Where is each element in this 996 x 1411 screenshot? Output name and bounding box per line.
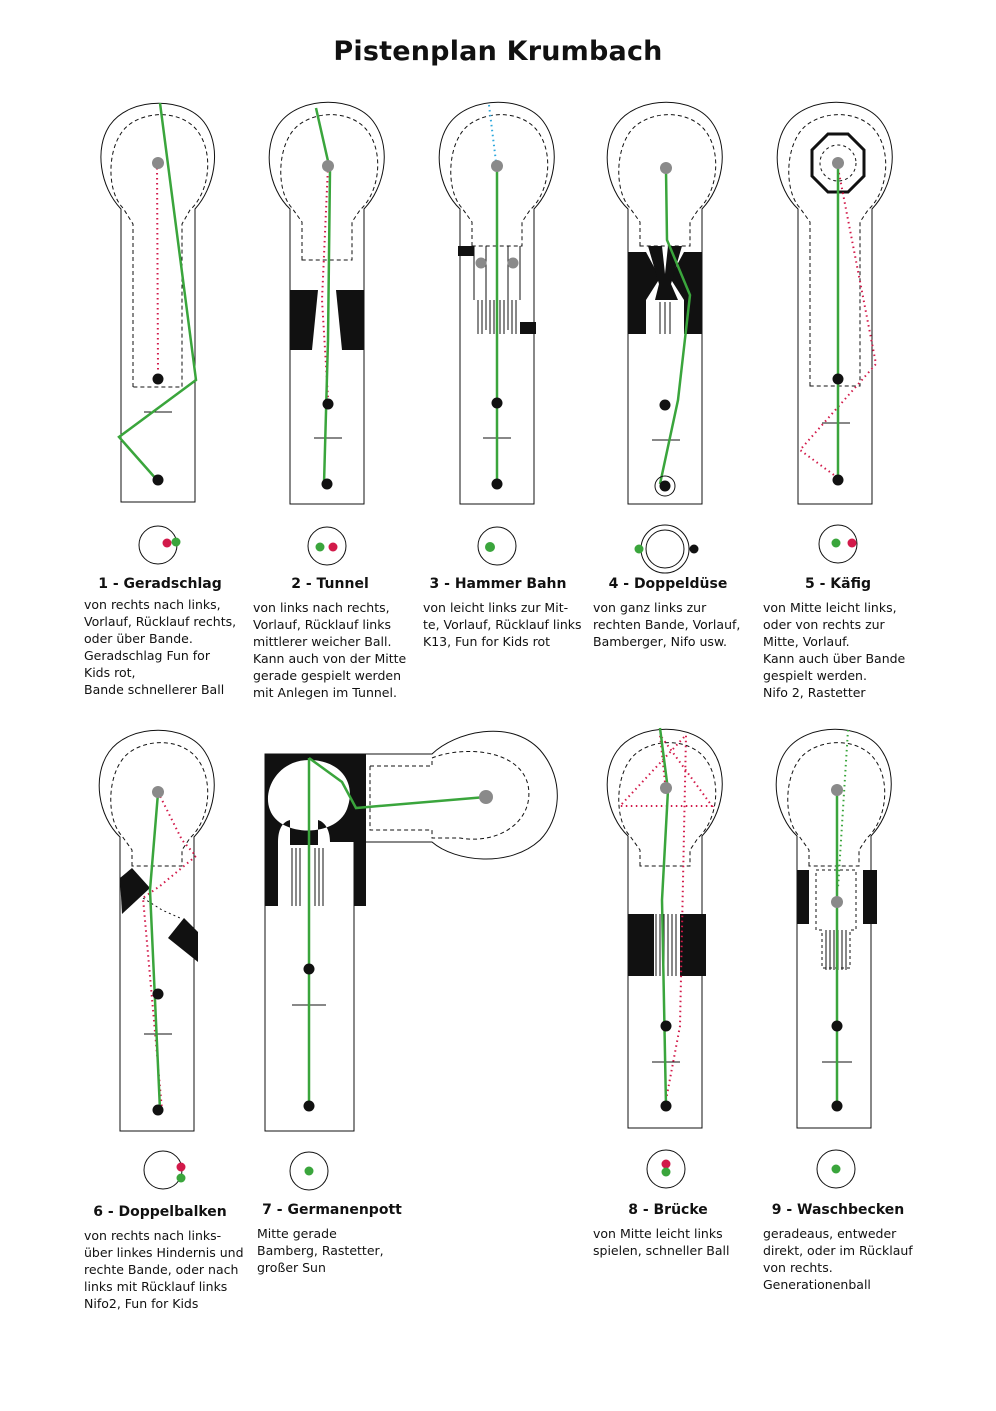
lane-description-9: geradeaus, entweder direkt, oder im Rück… [763,1226,913,1292]
lane-description-6: von rechts nach links- über linkes Hinde… [84,1228,244,1311]
page-title: Pistenplan Krumbach [333,36,663,67]
lane-7-diagram [264,730,558,1191]
lane-description-4: von ganz links zur rechten Bande, Vorlau… [593,600,741,649]
lane-title-2: 2 - Tunnel [291,576,369,592]
lane-4-diagram [606,101,723,574]
lane-description-7: Mitte gerade Bamberg, Rastetter, großer … [257,1226,384,1275]
lane-3-diagram [438,101,555,566]
lane-description-1: von rechts nach links, Vorlauf, Rücklauf… [84,597,237,697]
lane-title-9: 9 - Waschbecken [771,1202,905,1218]
lane-9-diagram [775,728,892,1189]
lane-title-8: 8 - Brücke [628,1202,708,1218]
lane-description-3: von leicht links zur Mit- te, Vorlauf, R… [423,600,582,649]
lane-description-2: von links nach rechts, Vorlauf, Rücklauf… [253,600,407,700]
lane-2-diagram [268,101,385,566]
lane-title-4: 4 - Doppeldüse [608,576,728,592]
lane-5-diagram [776,101,893,564]
lane-title-7: 7 - Germanenpott [262,1202,402,1218]
lane-description-5: von Mitte leicht links, oder von rechts … [763,600,906,700]
lane-title-3: 3 - Hammer Bahn [429,576,567,592]
lane-title-6: 6 - Doppelbalken [93,1204,227,1220]
lane-1-diagram [100,102,216,565]
lane-8-diagram [606,727,723,1189]
lane-title-1: 1 - Geradschlag [98,576,222,592]
lane-description-8: von Mitte leicht links spielen, schnelle… [593,1226,730,1258]
lane-6-diagram [98,729,215,1190]
lane-title-5: 5 - Käfig [805,576,871,592]
